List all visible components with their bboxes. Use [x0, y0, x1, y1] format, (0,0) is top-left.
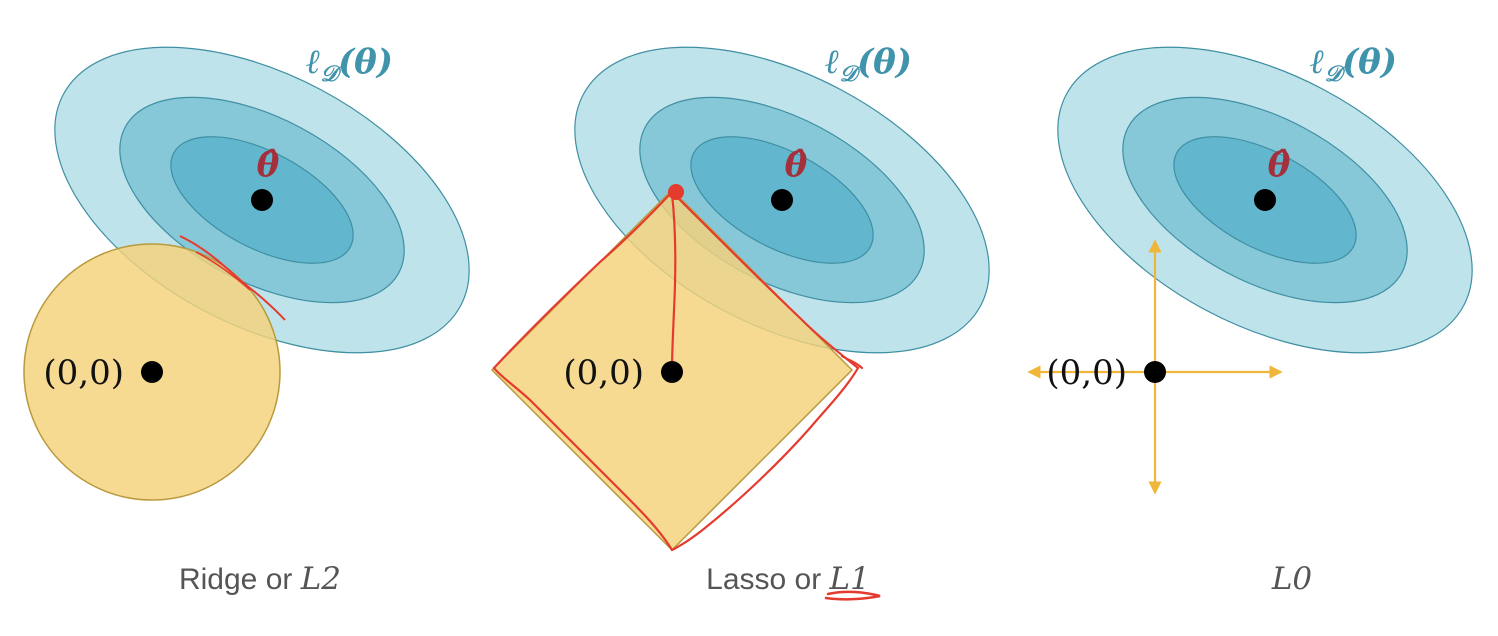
annotation-tangent-stroke — [179, 235, 286, 321]
origin-point — [1144, 361, 1166, 383]
origin-label: (0,0) — [563, 353, 644, 393]
loss-label: ℓ𝒟(θ) — [1310, 42, 1397, 87]
optimum-point — [1254, 189, 1276, 211]
panel-ridge: θ̂ ℓ𝒟(θ) (0,0) Ridge or L2 — [23, 42, 470, 597]
panel-lasso: θ̂ ℓ𝒟(θ) (0,0) Lasso or L1 — [490, 42, 990, 601]
loss-label: ℓ𝒟(θ) — [825, 42, 912, 87]
loss-label: ℓ𝒟(θ) — [306, 42, 393, 87]
optimum-label: θ̂ — [785, 145, 808, 185]
annotation-underline — [824, 590, 881, 601]
origin-label: (0,0) — [1046, 353, 1127, 393]
origin-label: (0,0) — [43, 353, 124, 393]
optimum-label: θ̂ — [1268, 145, 1291, 185]
origin-point — [141, 361, 163, 383]
annotation-corner-dot — [668, 184, 684, 200]
caption: Ridge or L2 — [179, 561, 341, 597]
annotation-diamond-sketch — [492, 190, 864, 552]
caption: L0 — [1271, 561, 1312, 597]
optimum-label: θ̂ — [257, 145, 280, 185]
origin-point — [661, 361, 683, 383]
panel-l0: θ̂ ℓ𝒟(θ) (0,0) L0 — [1027, 42, 1473, 597]
optimum-point — [771, 189, 793, 211]
caption: Lasso or L1 — [706, 561, 870, 597]
annotation-tangent-stroke-2 — [195, 251, 251, 291]
optimum-point — [251, 189, 273, 211]
